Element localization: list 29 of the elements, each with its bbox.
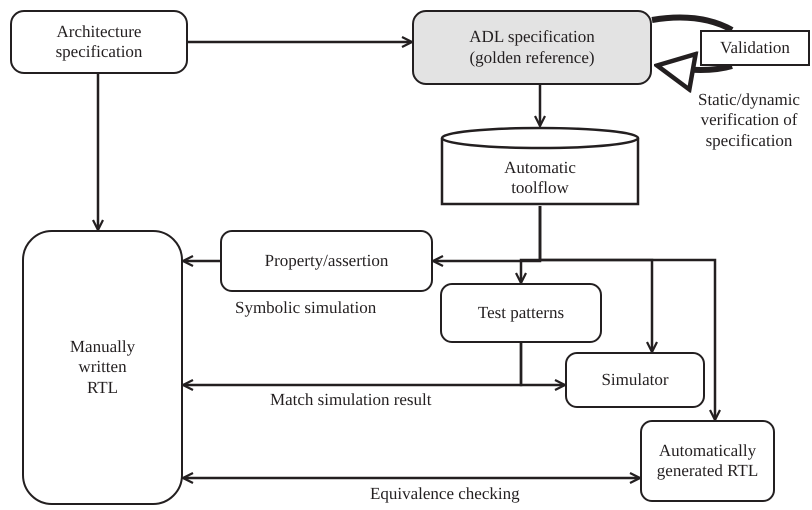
process-box bbox=[640, 420, 775, 502]
process-box bbox=[10, 10, 188, 74]
edge-label: Equivalence checking bbox=[370, 484, 520, 504]
arrow bbox=[534, 85, 546, 128]
process-box bbox=[22, 230, 183, 505]
arrow bbox=[520, 343, 566, 392]
edge-label: Match simulation result bbox=[270, 390, 432, 410]
node-text: Automatically generated RTL bbox=[656, 440, 760, 482]
node-text: Simulator bbox=[601, 370, 669, 390]
arrow bbox=[182, 472, 642, 484]
arrow bbox=[188, 36, 414, 48]
process-box bbox=[565, 352, 705, 408]
node-text: Manually written RTL bbox=[68, 336, 136, 398]
process-box bbox=[220, 230, 433, 292]
edge-label: Symbolic simulation bbox=[235, 298, 376, 318]
arrow bbox=[654, 51, 733, 92]
arrow bbox=[92, 74, 104, 232]
arrow bbox=[182, 254, 220, 268]
process-box bbox=[700, 30, 810, 66]
arrow bbox=[538, 206, 722, 422]
highlighted-box bbox=[412, 10, 652, 85]
node-text: Validation bbox=[720, 38, 790, 58]
node-text: Architecture specification bbox=[54, 22, 144, 62]
process-box bbox=[440, 283, 602, 343]
node-text: Property/assertion bbox=[264, 250, 388, 272]
node-text: Automatic toolflow bbox=[503, 158, 577, 198]
node-text: ADL specification (golden reference) bbox=[468, 27, 596, 68]
node-text: Test patterns bbox=[478, 302, 564, 324]
annotation-text: Static/dynamic verification of specification bbox=[697, 90, 801, 152]
